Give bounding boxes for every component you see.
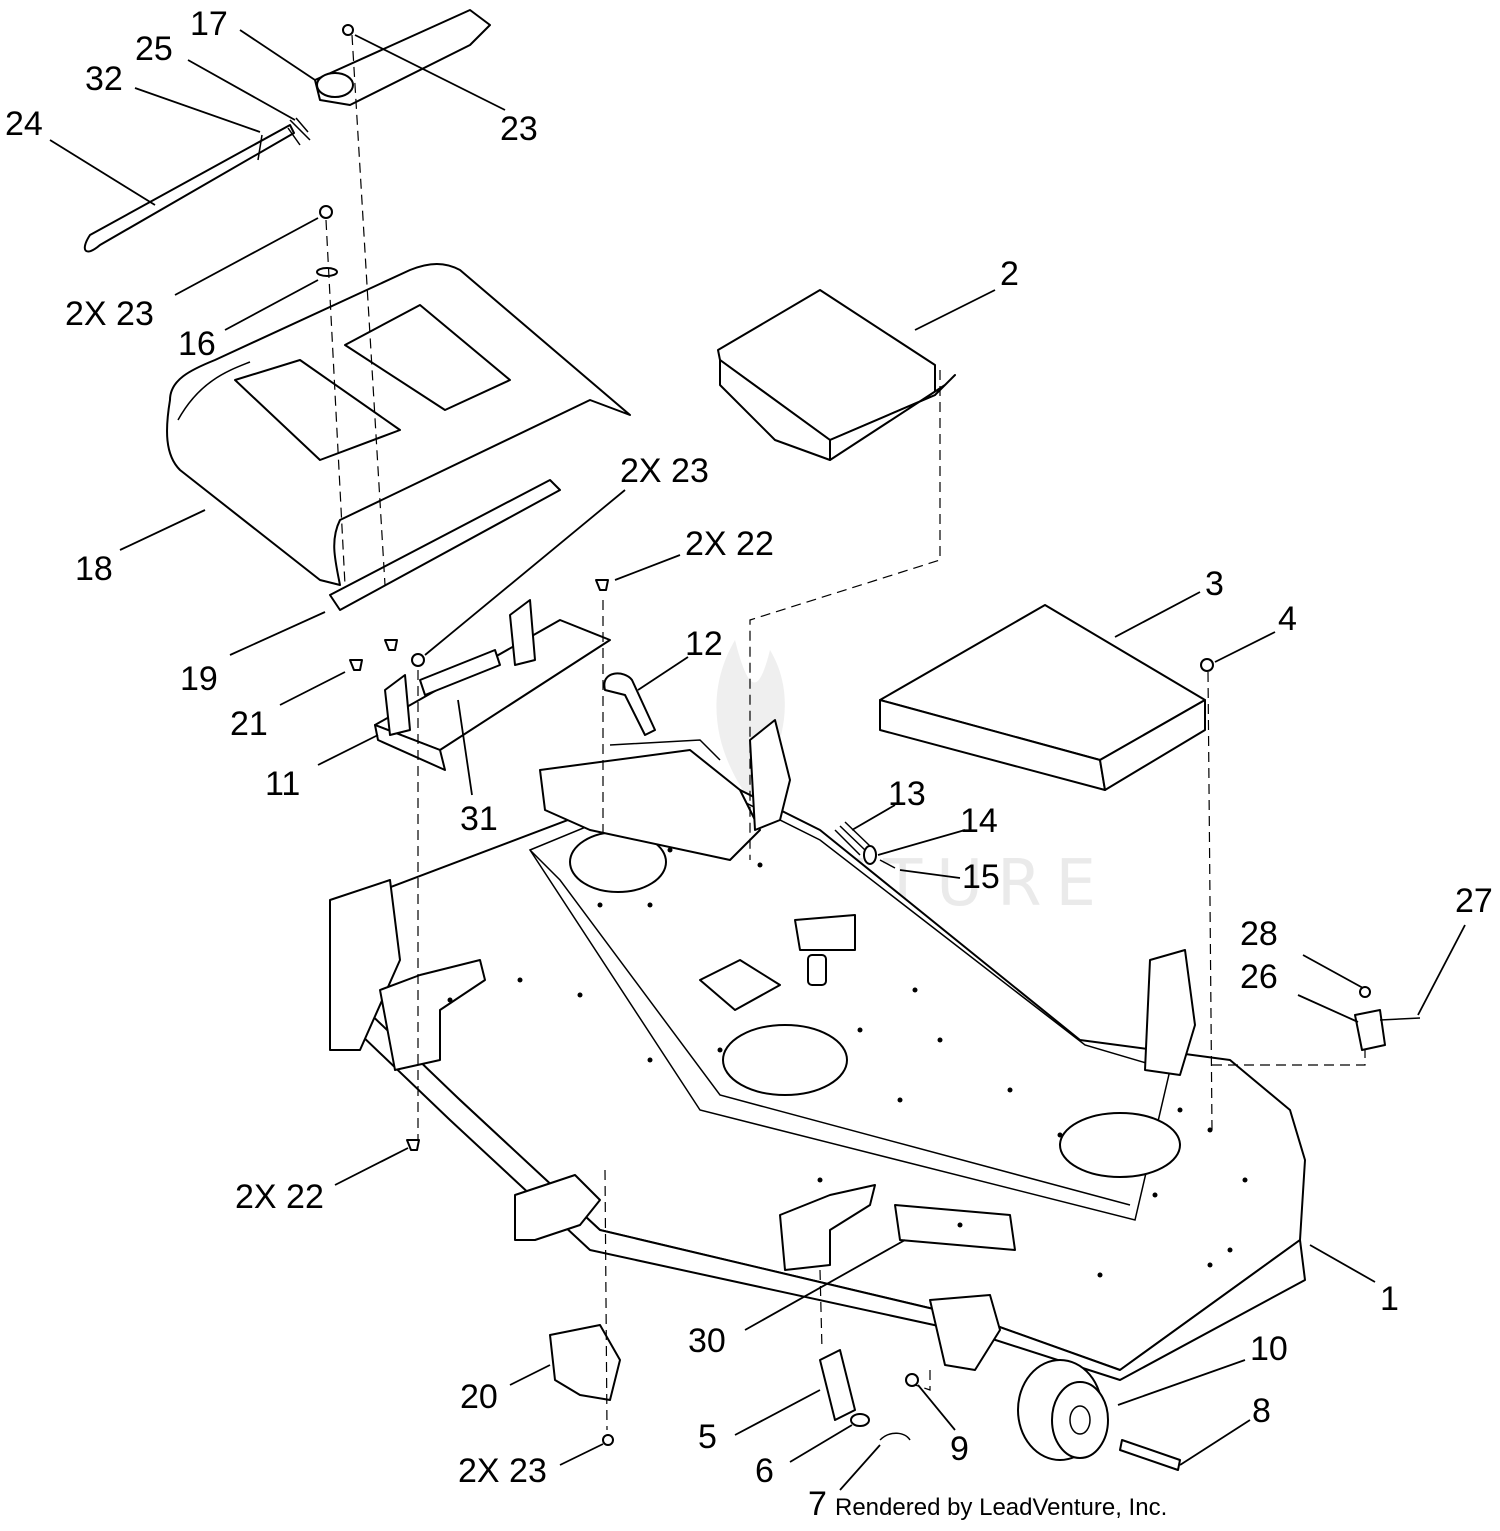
callout-30: 30 — [688, 1322, 726, 1360]
callout-11: 11 — [265, 765, 300, 803]
callout-2: 2 — [1000, 255, 1019, 293]
wheel-part-10[interactable] — [1017, 1359, 1109, 1461]
render-credit: Rendered by LeadVenture, Inc. — [835, 1494, 1167, 1521]
belt-cover-part-3[interactable] — [879, 604, 1206, 791]
clip-part-7[interactable] — [879, 1432, 911, 1441]
callout-4: 4 — [1278, 600, 1297, 638]
belt-cover-part-2[interactable] — [717, 289, 956, 461]
rod-assembly-part-17[interactable] — [314, 9, 491, 106]
callout-1: 1 — [1380, 1280, 1399, 1318]
callout-21: 21 — [230, 705, 268, 743]
callout-31: 31 — [460, 800, 498, 838]
mower-deck-part-1[interactable] — [329, 719, 1306, 1381]
washer-part-14[interactable] — [863, 845, 877, 865]
strap-part-19[interactable] — [329, 479, 561, 611]
rod-part-24[interactable] — [83, 124, 295, 253]
callout-2x22-bottom: 2X 22 — [235, 1178, 324, 1216]
washer-part-6[interactable] — [850, 1413, 870, 1427]
handle-part-12[interactable] — [603, 672, 656, 736]
callout-6: 6 — [755, 1452, 774, 1490]
callout-5: 5 — [698, 1418, 717, 1456]
callout-14: 14 — [960, 802, 998, 840]
shield-part-18[interactable] — [166, 263, 631, 586]
callout-9: 9 — [950, 1430, 969, 1468]
callout-3: 3 — [1205, 565, 1224, 603]
callout-15: 15 — [962, 858, 1000, 896]
spring-part-13[interactable] — [834, 821, 871, 856]
callout-8: 8 — [1252, 1392, 1271, 1430]
callout-2x23-bottom: 2X 23 — [458, 1452, 547, 1490]
callout-17: 17 — [190, 5, 228, 43]
pin-part-32[interactable] — [257, 134, 263, 161]
callout-19: 19 — [180, 660, 218, 698]
callout-25: 25 — [135, 30, 173, 68]
bracket-part-11[interactable] — [374, 599, 611, 771]
bracket-part-20[interactable] — [549, 1324, 621, 1401]
callout-labels: 17 25 32 24 23 2X 23 16 2 2X 23 18 2X 22… — [5, 5, 1493, 1523]
fitting-part-26[interactable] — [1354, 1009, 1386, 1051]
deck-decal-part-30[interactable] — [894, 1204, 1016, 1251]
pin-part-15[interactable] — [879, 859, 896, 869]
callout-2x23-shield: 2X 23 — [65, 295, 154, 333]
axle-bolt-part-8[interactable] — [1119, 1439, 1181, 1471]
callout-32: 32 — [85, 60, 123, 98]
callout-27: 27 — [1455, 882, 1493, 920]
hardware-nuts — [316, 24, 1371, 1446]
assembly-center-lines — [325, 34, 1366, 1431]
fitting-part-27[interactable] — [1379, 1017, 1421, 1021]
callout-7: 7 — [808, 1485, 827, 1523]
callout-12: 12 — [685, 625, 723, 663]
decal-part-31[interactable] — [419, 649, 501, 696]
callout-10: 10 — [1250, 1330, 1288, 1368]
callout-16: 16 — [178, 325, 216, 363]
spring-part-25[interactable] — [287, 117, 311, 146]
plate-part-5[interactable] — [819, 1349, 856, 1421]
callout-26: 26 — [1240, 958, 1278, 996]
callout-2x23-bracket: 2X 23 — [620, 452, 709, 490]
callout-2x22-top: 2X 22 — [685, 525, 774, 563]
callout-20: 20 — [460, 1378, 498, 1416]
deck-bolt-holes — [447, 847, 1248, 1278]
callout-23-top: 23 — [500, 110, 538, 148]
callout-28: 28 — [1240, 915, 1278, 953]
callout-leaders — [49, 29, 1466, 1491]
hardware-bolts — [349, 579, 1181, 1471]
callout-24: 24 — [5, 105, 43, 143]
callout-13: 13 — [888, 775, 926, 813]
callout-18: 18 — [75, 550, 113, 588]
